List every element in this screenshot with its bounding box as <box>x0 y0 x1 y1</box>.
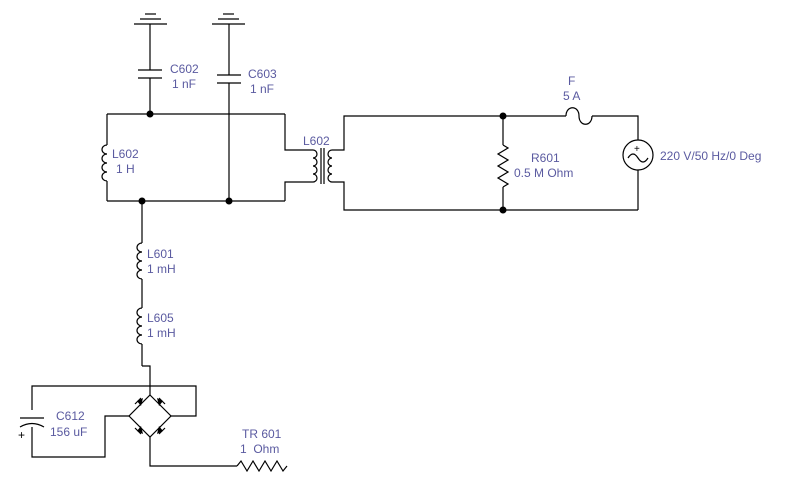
c612-name-label: C612 <box>56 409 85 423</box>
transformer-name-label: L602 <box>303 134 330 148</box>
fuse-f <box>565 107 593 125</box>
c603-name-label: C603 <box>248 67 277 81</box>
l601-name-label: L601 <box>147 247 174 261</box>
l602-coil-value-label: 1 H <box>116 162 135 176</box>
fuse-name-label: F <box>568 74 575 88</box>
c602-value-label: 1 nF <box>172 77 196 91</box>
resistor-tr601 <box>236 459 288 473</box>
rectifier-wires <box>31 385 237 467</box>
resistor-r601 <box>496 144 510 188</box>
l605-value-label: 1 mH <box>147 326 176 340</box>
ac-voltage-source <box>622 139 654 171</box>
source-plus-label: + <box>634 144 640 155</box>
junction-dot <box>499 206 507 214</box>
r601-value-label: 0.5 M Ohm <box>514 166 573 180</box>
junction-dot <box>225 197 233 205</box>
transformer-l602 <box>312 148 333 184</box>
junction-dots <box>138 110 507 214</box>
inductor-l601 <box>136 242 143 280</box>
junction-dot <box>138 197 146 205</box>
c603-value-label: 1 nF <box>250 82 274 96</box>
junction-dot <box>499 112 507 120</box>
ground-symbol-c602 <box>134 13 167 25</box>
inductor-l602-coil <box>101 144 108 182</box>
l601-value-label: 1 mH <box>147 262 176 276</box>
c612-polarity-label: + <box>18 428 25 442</box>
fuse-value-label: 5 A <box>563 89 580 103</box>
tr601-value-label: 1 Ohm <box>240 442 279 456</box>
tr601-name-label: TR 601 <box>242 427 282 441</box>
c602-name-label: C602 <box>170 62 199 76</box>
inductor-l605 <box>136 307 143 345</box>
left-tank-wires <box>106 113 313 202</box>
mains-side-wires <box>332 115 639 211</box>
junction-dot <box>146 110 154 118</box>
r601-name-label: R601 <box>531 151 560 165</box>
capacitor-c602 <box>138 24 162 114</box>
c612-value-label: 156 uF <box>50 425 87 439</box>
series-inductor-wires <box>141 201 151 395</box>
capacitor-c603 <box>217 24 241 201</box>
source-value-label: 220 V/50 Hz/0 Deg <box>660 149 761 163</box>
bridge-rectifier <box>128 394 172 438</box>
ground-symbol-c603 <box>212 13 245 25</box>
l602-coil-name-label: L602 <box>112 147 139 161</box>
capacitor-c612 <box>19 417 45 428</box>
l605-name-label: L605 <box>147 311 174 325</box>
